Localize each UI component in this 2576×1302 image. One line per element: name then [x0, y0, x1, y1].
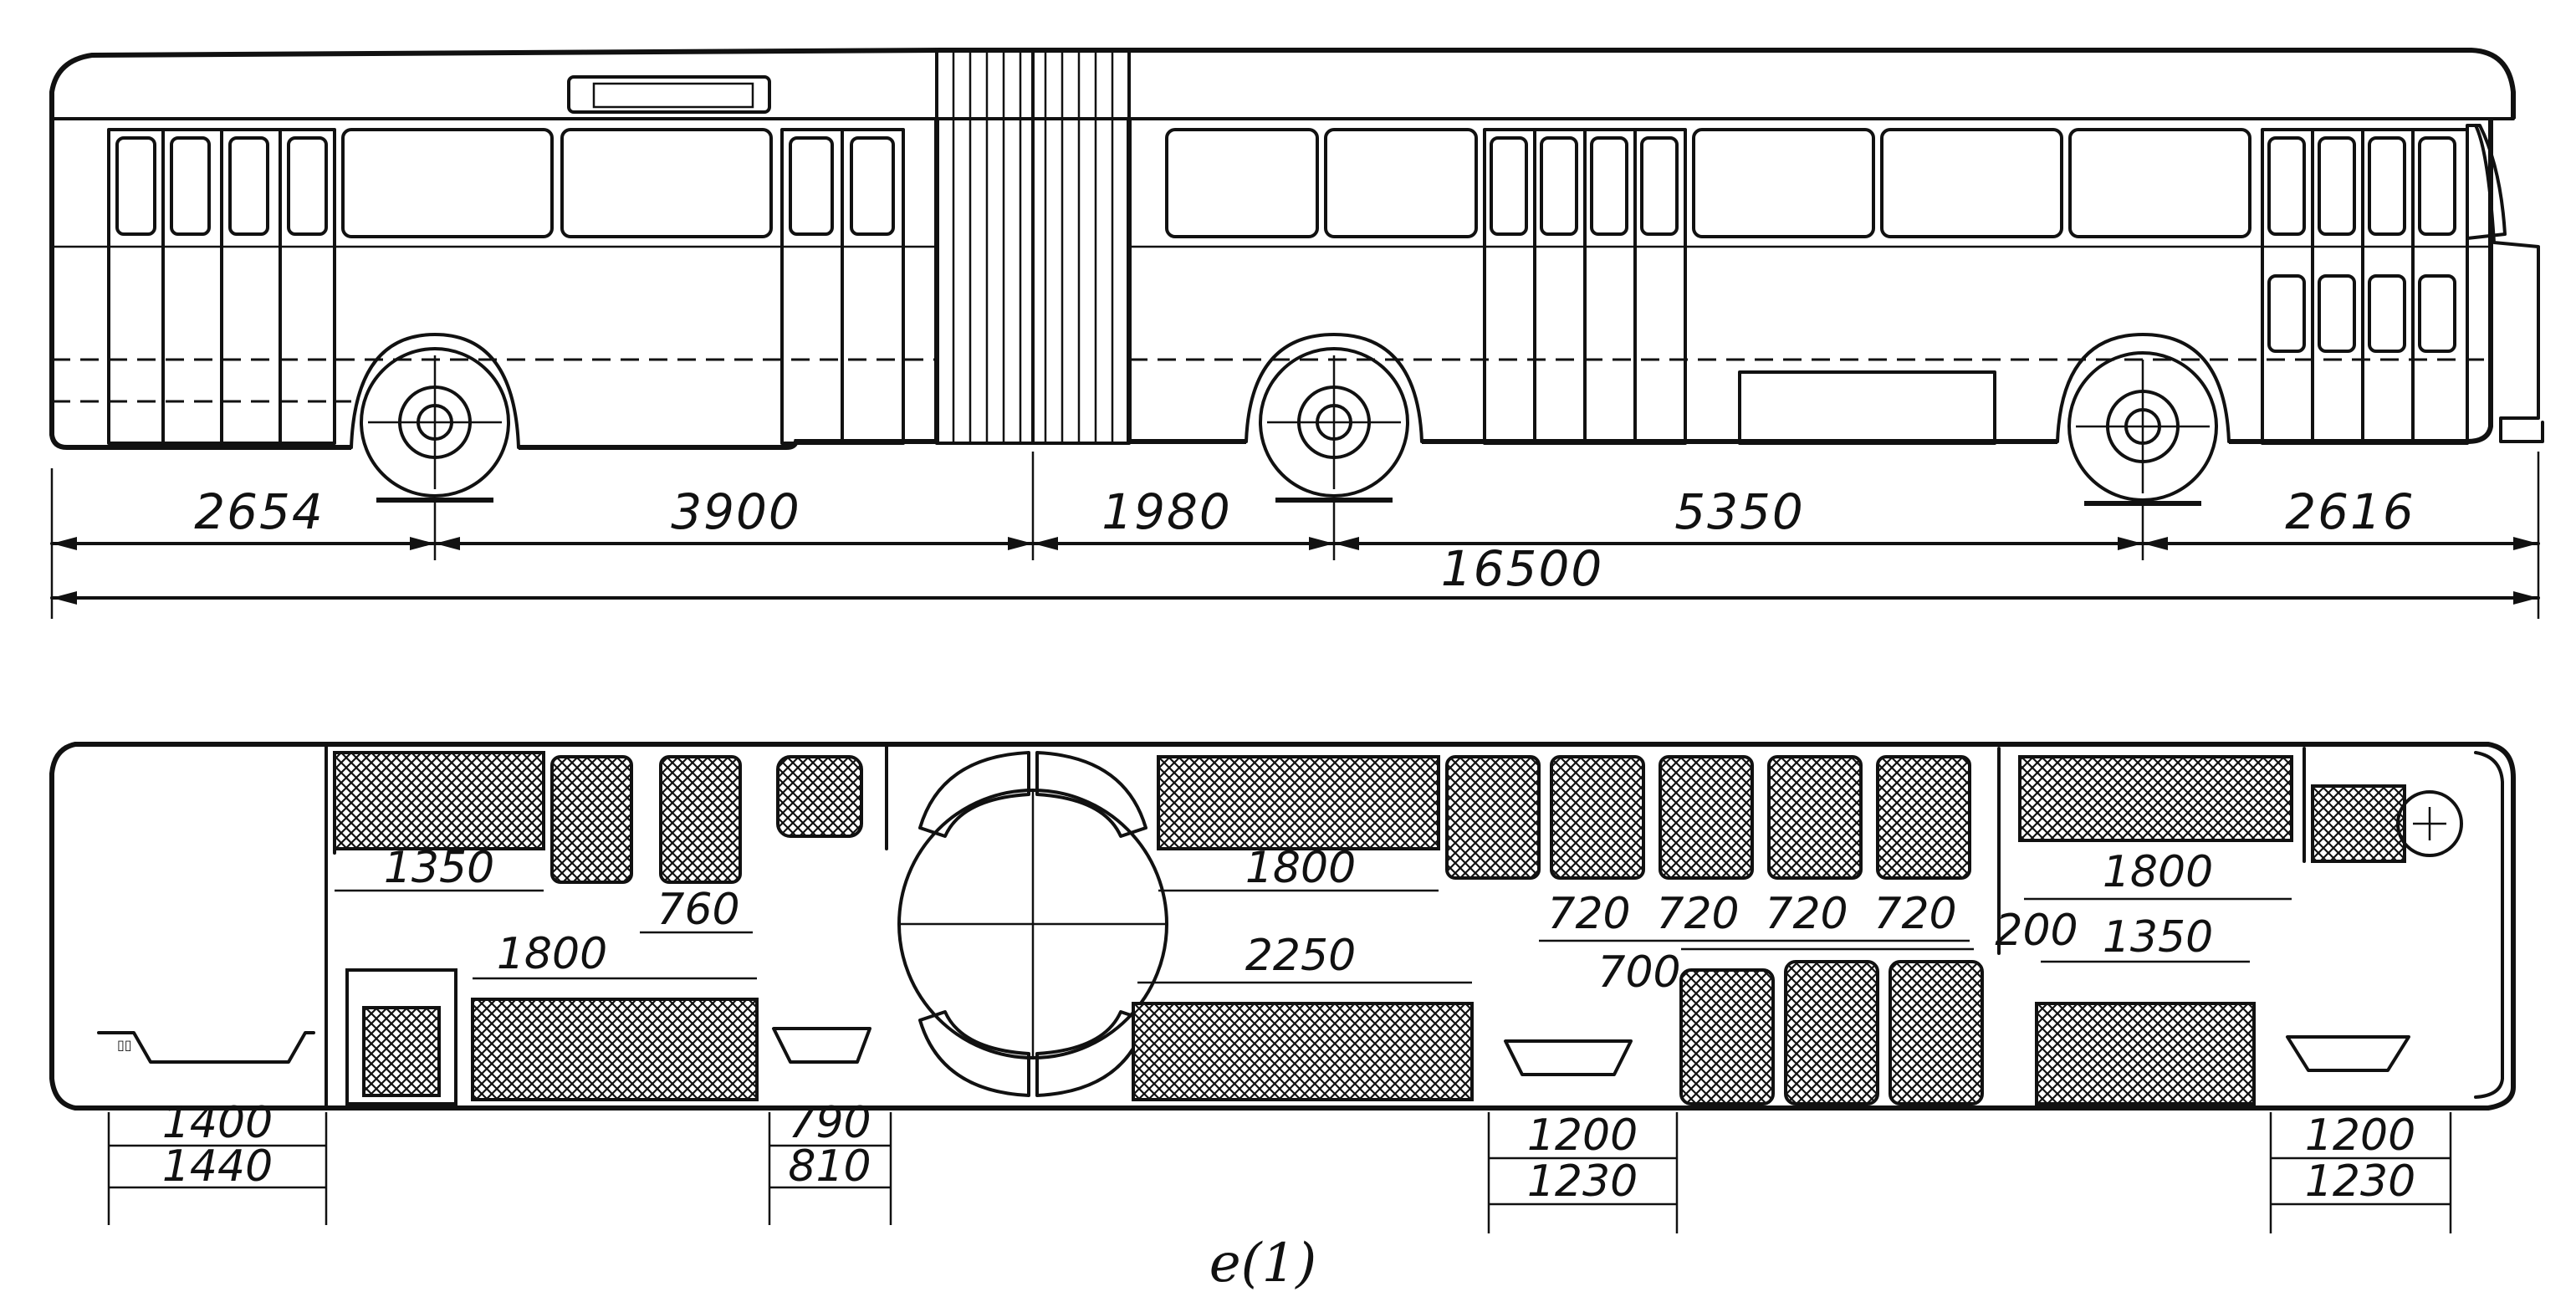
- dim-seat-d3: 720: [1765, 889, 1848, 939]
- seat: [550, 755, 633, 884]
- seat-bench: [1132, 1002, 1474, 1101]
- roof-outline: [49, 48, 2516, 119]
- seat: [659, 755, 742, 884]
- dim-door3-top: 1200: [1527, 1111, 1638, 1161]
- seat: [776, 755, 863, 838]
- window: [560, 128, 773, 238]
- dim-bottom-d: 1350: [2103, 912, 2213, 962]
- side-dimension-lines: [50, 452, 2540, 619]
- driver-seat: [2311, 784, 2406, 863]
- seat: [1889, 960, 1984, 1105]
- dim-to-middle-axle: 1980: [1101, 483, 1232, 540]
- plan-view: ▯▯: [49, 742, 2516, 1233]
- door-front: [2261, 128, 2469, 445]
- wheel-icon: [1259, 347, 1409, 503]
- wheel-icon: [360, 347, 510, 503]
- articulation-bellows: [935, 49, 1131, 445]
- dim-door2-bottom: 810: [788, 1141, 871, 1192]
- dim-wheelbase-front: 3900: [671, 483, 801, 540]
- destination-box: [567, 75, 771, 114]
- seat: [1659, 755, 1754, 880]
- seat-bench: [333, 751, 545, 850]
- plan-outline: [49, 742, 2516, 1111]
- dim-overall-length: 16500: [1441, 540, 1604, 597]
- plan-dimension-lines: [107, 889, 2452, 1233]
- seat-bench: [471, 998, 759, 1101]
- dim-bottom-b: 2250: [1245, 931, 1356, 981]
- dim-seat-e: 1800: [2103, 847, 2213, 897]
- turntable-icon: [897, 751, 1168, 1097]
- seat-bench: [2035, 1002, 2256, 1105]
- dim-door2-top: 790: [788, 1098, 871, 1148]
- dim-door1-top: 1400: [162, 1098, 273, 1148]
- seat-bench: [2018, 755, 2293, 842]
- seat: [1679, 968, 1775, 1105]
- seat: [1445, 755, 1541, 880]
- dim-bottom-a: 1800: [497, 929, 607, 979]
- seat: [1550, 755, 1645, 880]
- engine-hatch: [1738, 370, 1996, 445]
- dim-seat-d2: 720: [1656, 889, 1739, 939]
- seat: [1767, 755, 1863, 880]
- dim-door3-bottom: 1230: [1527, 1156, 1638, 1207]
- window: [341, 128, 554, 238]
- steering-wheel-icon: [2396, 790, 2463, 857]
- dim-bottom-c: 700: [1597, 947, 1680, 998]
- dim-seat-d4: 720: [1873, 889, 1956, 939]
- dim-seat-b: 760: [657, 885, 739, 935]
- dim-rear-overhang: 2616: [2285, 483, 2415, 540]
- front-cab: [2474, 124, 2544, 443]
- door-rear: [107, 128, 336, 445]
- dim-door1-bottom: 1440: [162, 1141, 273, 1192]
- dim-wheelbase-rear: 5350: [1674, 483, 1805, 540]
- side-view: 2654 3900 1980 5350 2616 16500: [49, 48, 2544, 619]
- dim-seat-d1: 720: [1547, 889, 1630, 939]
- window: [1324, 128, 1478, 238]
- dim-front-overhang: 2654: [194, 483, 325, 540]
- seat-bench: [1157, 755, 1440, 850]
- window: [1880, 128, 2063, 238]
- svg-text:▯▯: ▯▯: [117, 1037, 132, 1053]
- seat: [1784, 960, 1879, 1105]
- seat: [362, 1006, 441, 1097]
- dim-door4-top: 1200: [2305, 1111, 2415, 1161]
- dim-seat-f: 200: [1995, 906, 2078, 956]
- dim-seat-a: 1350: [384, 843, 494, 893]
- dim-door4-bottom: 1230: [2305, 1156, 2415, 1207]
- figure-caption: e(1): [1209, 1233, 1317, 1294]
- window: [2068, 128, 2251, 238]
- seat: [1876, 755, 1971, 880]
- dim-seat-c: 1800: [1245, 843, 1356, 893]
- window: [1692, 128, 1875, 238]
- door-middle-rear: [1483, 128, 1687, 445]
- wheel-icon: [2067, 351, 2218, 506]
- window: [1165, 128, 1319, 238]
- door-middle-front: [780, 128, 905, 445]
